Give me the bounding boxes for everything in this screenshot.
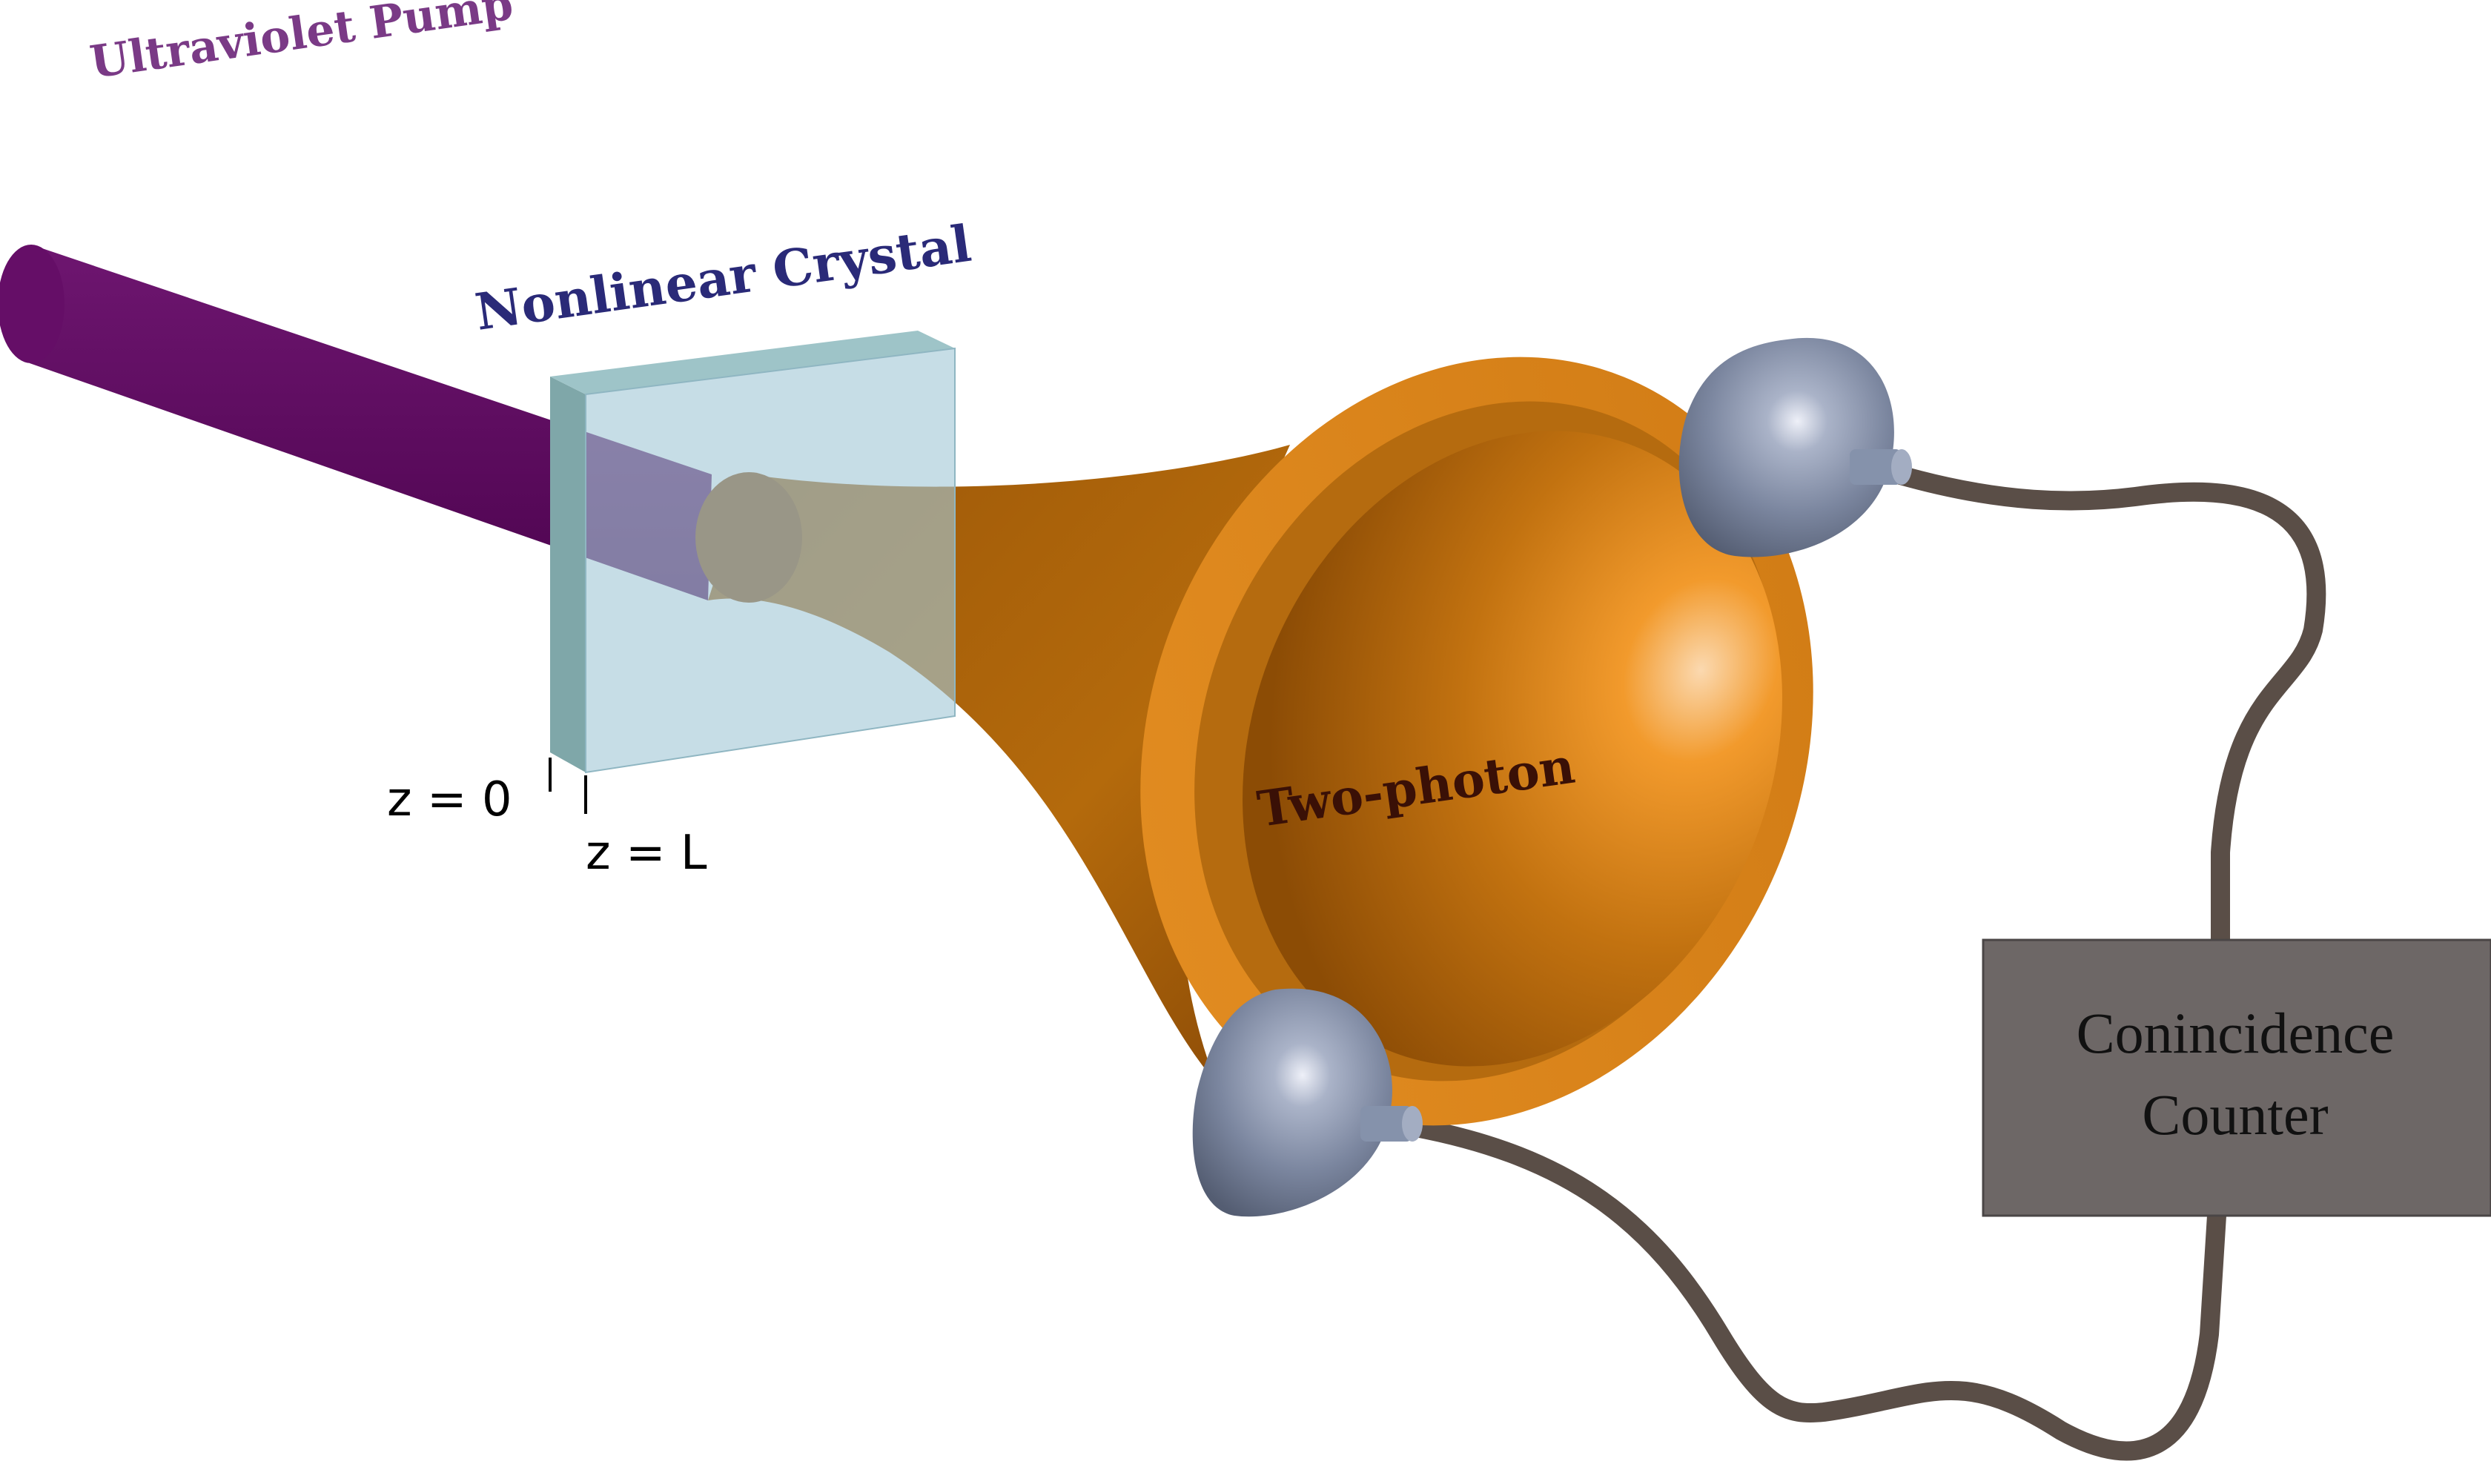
upper-cable — [1888, 465, 2326, 951]
two-photon-bell — [1140, 357, 1813, 1126]
counter-label-line2: Counter — [2142, 1082, 2328, 1147]
z-length-label: z = L — [586, 826, 707, 881]
detector-cables — [1403, 465, 2326, 1461]
z-markers: z = 0 z = L — [387, 758, 707, 881]
nonlinear-crystal-label: Nonlinear Crystal — [472, 214, 975, 342]
coincidence-counter-box: Conincidence Counter — [1982, 938, 2491, 1217]
lower-cable — [1403, 1117, 2226, 1461]
nonlinear-crystal — [585, 347, 956, 774]
ultraviolet-pump-beam — [0, 245, 712, 600]
ultraviolet-pump-label: Ultraviolet Pump — [87, 0, 516, 89]
crystal-back — [550, 331, 955, 772]
z-zero-label: z = 0 — [387, 772, 512, 827]
detector-upper — [1678, 337, 1912, 557]
detector-lower — [1192, 988, 1423, 1217]
counter-label-line1: Conincidence — [2077, 1001, 2395, 1065]
detector-dome-icon — [1192, 988, 1392, 1217]
detector-dome-icon — [1678, 337, 1894, 557]
